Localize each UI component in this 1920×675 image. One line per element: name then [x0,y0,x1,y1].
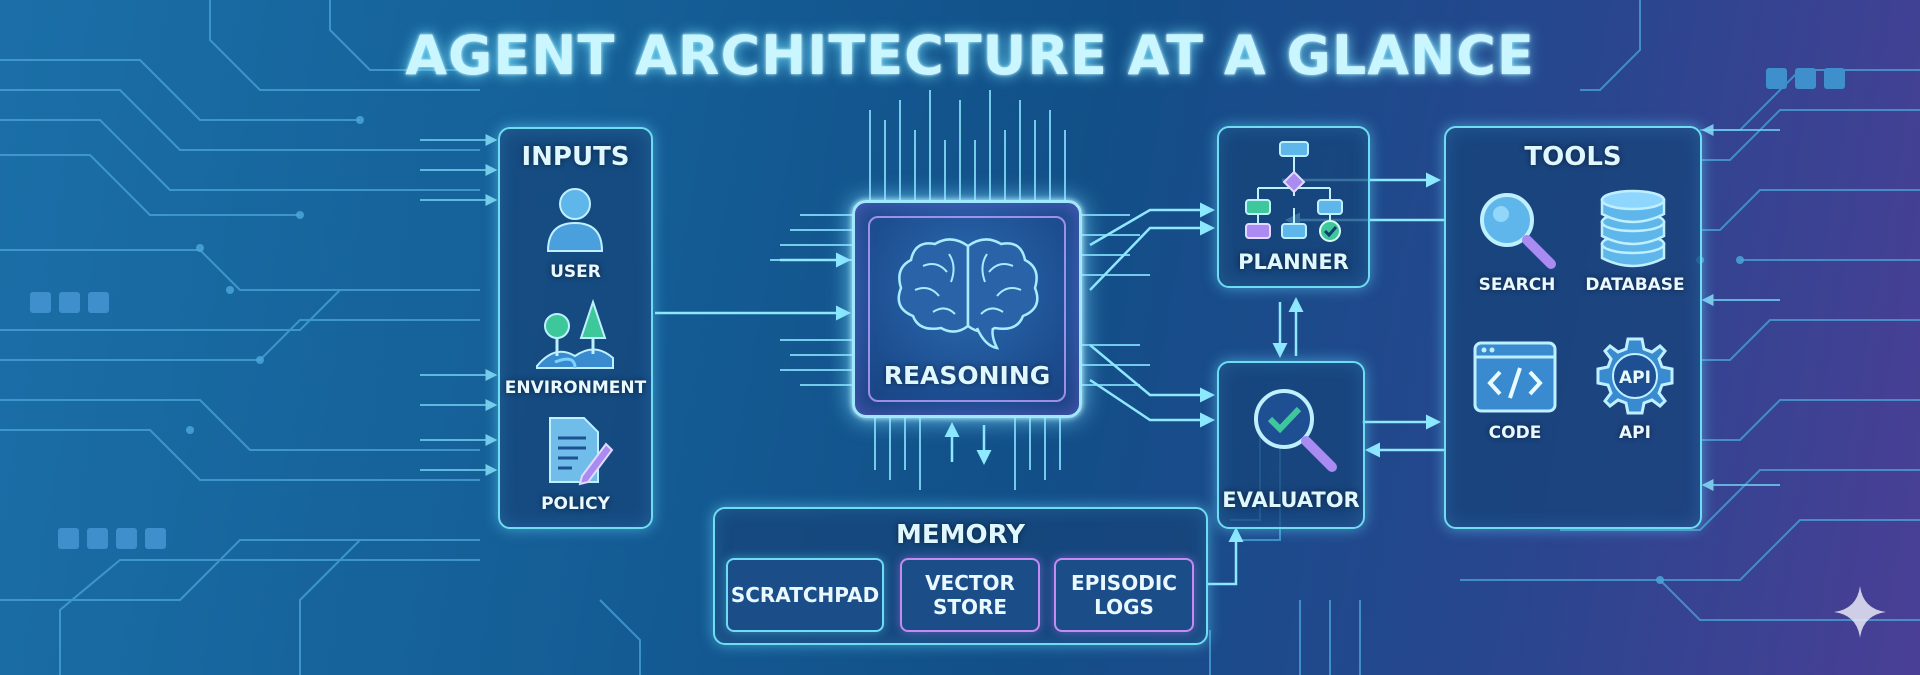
memory-scratchpad: SCRATCHPAD [726,558,884,632]
decorative-squares-left-lower [58,528,166,549]
evaluator-label: EVALUATOR [1222,488,1360,512]
user-icon [546,188,604,252]
planner-label: PLANNER [1238,250,1349,274]
api-gear-icon: API [1596,337,1674,415]
tool-item-label: DATABASE [1585,275,1685,295]
flowchart-icon [1245,141,1343,242]
tools-panel [1444,126,1702,529]
document-pencil-icon [549,417,614,486]
decorative-squares-right [1766,68,1845,89]
input-item-label: ENVIRONMENT [504,378,647,398]
reasoning-label: REASONING [883,361,1051,390]
database-icon [1600,189,1666,268]
tree-landscape-icon [536,298,614,369]
api-badge-text: API [1619,368,1651,388]
inputs-heading: INPUTS [521,142,630,172]
sparkle-icon [1834,586,1886,638]
memory-heading: MEMORY [895,520,1026,550]
reasoning-chip-inner-border [868,216,1066,402]
page-title: AGENT ARCHITECTURE AT A GLANCE [405,24,1535,87]
input-item-label: POLICY [541,494,610,514]
tool-item-label: CODE [1488,423,1542,443]
magnifier-check-icon [1254,389,1337,472]
code-window-icon [1473,341,1557,413]
brain-icon [897,238,1039,350]
tools-heading: TOOLS [1524,142,1622,172]
decorative-squares-left-upper [30,292,109,313]
tool-item-label: API [1619,423,1651,443]
input-item-label: USER [550,262,601,282]
tool-item-label: SEARCH [1478,275,1556,295]
search-icon [1480,193,1556,269]
